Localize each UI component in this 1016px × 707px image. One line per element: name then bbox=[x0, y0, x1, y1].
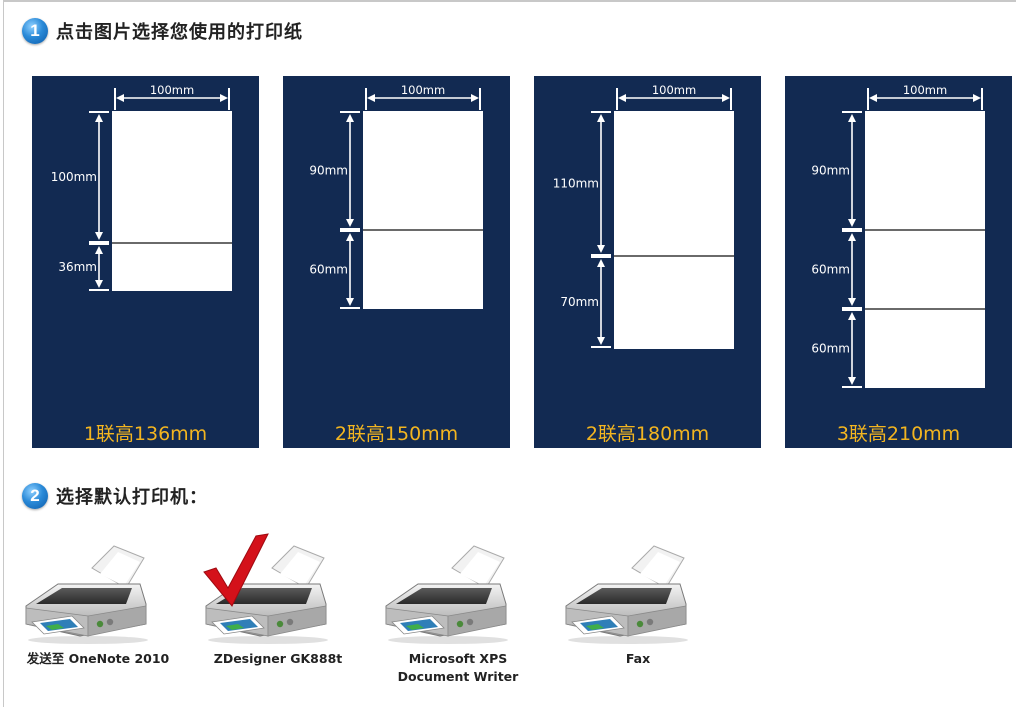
paper-diagram: 100mm 90mm 60mm bbox=[309, 83, 483, 309]
frame-top-border bbox=[3, 0, 1016, 2]
paper-section-height-label: 60mm bbox=[309, 263, 348, 277]
step-1-heading: 1 点击图片选择您使用的打印纸 bbox=[22, 18, 303, 44]
paper-section-height-label: 60mm bbox=[811, 263, 850, 277]
paper-section-height-label: 70mm bbox=[560, 295, 599, 309]
paper-section-height-label: 90mm bbox=[309, 164, 348, 178]
paper-option-4[interactable]: 100mm 90mm 60mm 60mm 3联高210mm bbox=[785, 76, 1012, 448]
printer-label: Fax bbox=[538, 650, 738, 668]
printer-label: 发送至 OneNote 2010 bbox=[0, 650, 198, 668]
printer-label-line: 发送至 OneNote 2010 bbox=[26, 651, 170, 666]
paper-section-height-label: 60mm bbox=[811, 342, 850, 356]
step-1-badge-icon: 1 bbox=[22, 18, 48, 44]
step-2-heading: 2 选择默认打印机： bbox=[22, 483, 208, 509]
paper-caption: 3联高210mm bbox=[836, 423, 961, 445]
paper-sheet bbox=[112, 111, 232, 291]
checkmark-icon bbox=[203, 533, 269, 607]
paper-option-1[interactable]: 100mm 100mm 36mm 1联高136mm bbox=[32, 76, 259, 448]
paper-sheet bbox=[363, 111, 483, 309]
step-2-badge-icon: 2 bbox=[22, 483, 48, 509]
printer-option-1[interactable]: 发送至 OneNote 2010 bbox=[18, 532, 178, 692]
printer-icon bbox=[203, 533, 328, 644]
paper-sheet bbox=[614, 111, 734, 349]
frame-left-border bbox=[3, 0, 4, 707]
printer-label-line: Document Writer bbox=[397, 669, 519, 684]
paper-caption: 2联高150mm bbox=[334, 423, 459, 445]
paper-width-label: 100mm bbox=[150, 83, 194, 97]
paper-diagram: 100mm 110mm 70mm bbox=[553, 83, 734, 349]
printer-option-3[interactable]: Microsoft XPS Document Writer bbox=[378, 532, 538, 692]
printer-icon bbox=[385, 545, 508, 644]
paper-option-2[interactable]: 100mm 90mm 60mm 2联高150mm bbox=[283, 76, 510, 448]
paper-caption: 1联高136mm bbox=[83, 423, 208, 445]
printer-label: ZDesigner GK888t bbox=[178, 650, 378, 668]
paper-width-label: 100mm bbox=[903, 83, 947, 97]
paper-section-height-label: 90mm bbox=[811, 164, 850, 178]
paper-width-label: 100mm bbox=[652, 83, 696, 97]
step-2-title: 选择默认打印机： bbox=[56, 487, 208, 508]
paper-diagram: 100mm 90mm 60mm 60mm bbox=[811, 83, 985, 388]
printer-icon bbox=[565, 545, 688, 644]
printer-label-line: ZDesigner GK888t bbox=[213, 651, 343, 666]
paper-caption: 2联高180mm bbox=[585, 423, 710, 445]
step-1-title: 点击图片选择您使用的打印纸 bbox=[56, 22, 303, 43]
printer-label: Microsoft XPS Document Writer bbox=[358, 650, 558, 686]
paper-section-height-label: 36mm bbox=[58, 260, 97, 274]
paper-section-height-label: 100mm bbox=[51, 170, 97, 184]
paper-section-height-label: 110mm bbox=[553, 177, 599, 191]
paper-sheet bbox=[865, 111, 985, 388]
printer-label-line: Microsoft XPS bbox=[408, 651, 508, 666]
paper-option-3[interactable]: 100mm 110mm 70mm 2联高180mm bbox=[534, 76, 761, 448]
printer-option-2[interactable]: ZDesigner GK888t bbox=[198, 532, 358, 692]
printer-label-line: Fax bbox=[625, 651, 651, 666]
paper-diagram: 100mm 100mm 36mm bbox=[51, 83, 232, 291]
paper-width-label: 100mm bbox=[401, 83, 445, 97]
printer-icon bbox=[25, 545, 148, 644]
printer-option-4[interactable]: Fax bbox=[558, 532, 718, 692]
